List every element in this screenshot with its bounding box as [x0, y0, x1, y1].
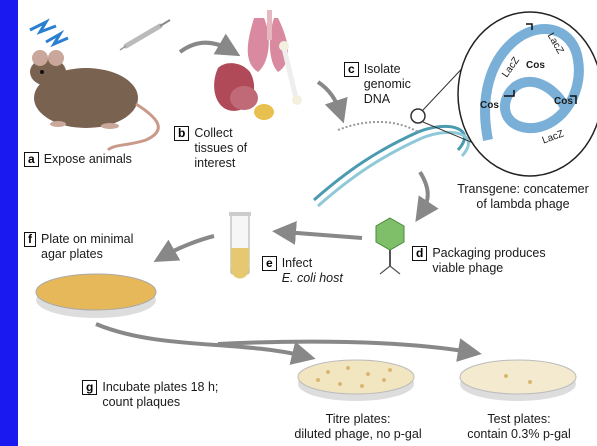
syringe-icon: [120, 20, 170, 50]
test-tube: [229, 212, 251, 279]
step-letter: g: [82, 380, 97, 395]
step-letter: a: [24, 152, 39, 167]
transgene-inset: [458, 12, 597, 176]
step-letter: e: [262, 256, 277, 271]
step-letter: b: [174, 126, 189, 141]
test-plate: [460, 360, 576, 401]
lightning-icon: [30, 22, 68, 44]
transgene-caption: Transgene: concatemer of lambda phage: [438, 182, 597, 212]
agar-plate: [36, 274, 156, 318]
cos-label-3: Cos: [554, 94, 573, 109]
mouse-illustration: [30, 50, 158, 150]
cos-label-2: Cos: [480, 98, 499, 113]
magnifier-circle: [411, 109, 425, 123]
organs-illustration: [214, 10, 302, 120]
step-letter: c: [344, 62, 359, 77]
step-text: Incubate plates 18 h;count plaques: [102, 380, 218, 410]
step-text: Expose animals: [44, 152, 132, 167]
phage-illustration: [376, 218, 404, 274]
diagram-panel: LacZ LacZ LacZ Cos Cos Cos Transgene: co…: [18, 0, 597, 446]
step-letter: d: [412, 246, 427, 261]
titre-caption: Titre plates: diluted phage, no p-gal: [280, 412, 436, 442]
cos-label-1: Cos: [526, 58, 545, 73]
titre-plate: [298, 360, 414, 401]
step-g: g Incubate plates 18 h;count plaques: [82, 380, 218, 410]
test-caption: Test plates: contain 0.3% p-gal: [446, 412, 592, 442]
step-letter: f: [24, 232, 36, 247]
step-a: a Expose animals: [24, 152, 132, 167]
